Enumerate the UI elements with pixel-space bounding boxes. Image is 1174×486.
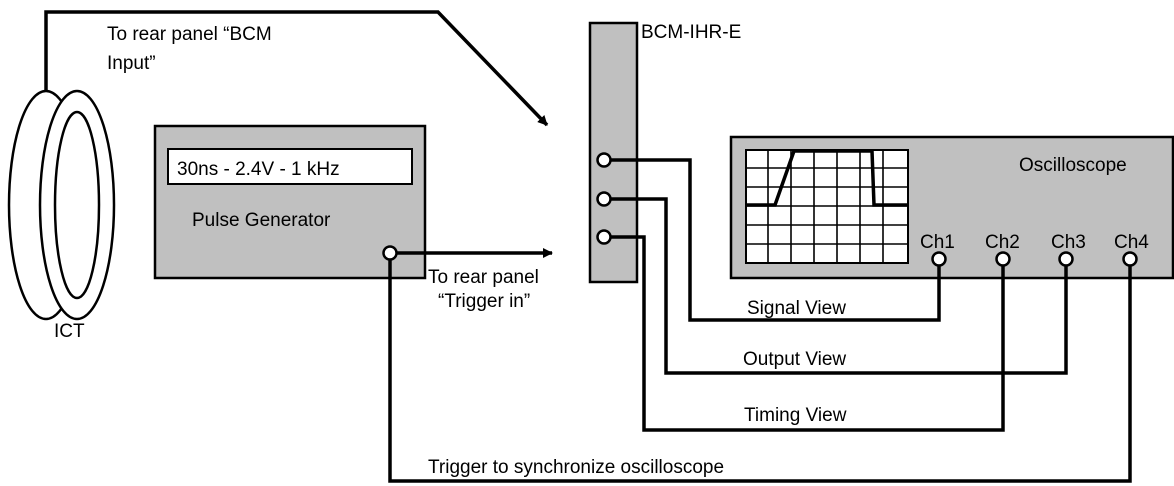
ch1-label: Ch1 [920, 232, 955, 253]
ict-to-bcm-cable [44, 10, 549, 127]
bcm-ihr-e-label: BCM-IHR-E [641, 22, 741, 43]
oscilloscope-label: Oscilloscope [1019, 155, 1127, 176]
pulse-generator-output-port [382, 245, 398, 261]
pulse-settings-text: 30ns - 2.4V - 1 kHz [177, 159, 340, 180]
ch4-label: Ch4 [1114, 232, 1149, 253]
pulse-waveform-trace [746, 149, 908, 207]
pulse-generator-label: Pulse Generator [192, 210, 331, 231]
ch1-port [931, 251, 947, 267]
ict-inner-ring [53, 110, 101, 300]
oscilloscope-screen [745, 149, 909, 264]
ch2-port [995, 251, 1011, 267]
output-view-cable [610, 197, 1068, 375]
trigger-sync-label: Trigger to synchronize oscilloscope [428, 457, 724, 478]
bcm-port-timing [596, 229, 612, 245]
signal-view-cable [610, 158, 941, 322]
bcm-ihr-e-unit [588, 21, 639, 284]
ict-toroid [7, 89, 116, 321]
ch3-label: Ch3 [1051, 232, 1086, 253]
timing-view-cable [610, 235, 1005, 432]
timing-view-label: Timing View [744, 405, 847, 426]
rear-panel-bcm-label-line2: Input” [107, 53, 156, 74]
signal-view-label: Signal View [747, 298, 846, 319]
output-view-label: Output View [743, 349, 846, 370]
ict-label: ICT [54, 321, 85, 342]
ch2-label: Ch2 [985, 232, 1020, 253]
bcm-port-output [596, 191, 612, 207]
pulse-settings-display [167, 148, 413, 185]
rear-panel-trigger-label-line1: To rear panel [428, 267, 539, 288]
ch4-port [1122, 251, 1138, 267]
ch3-port [1058, 251, 1074, 267]
rear-panel-trigger-label-line2: “Trigger in” [438, 291, 530, 312]
trigger-sync-cable [388, 258, 1132, 483]
bcm-port-signal [596, 152, 612, 168]
rear-panel-bcm-label-line1: To rear panel “BCM [107, 24, 272, 45]
